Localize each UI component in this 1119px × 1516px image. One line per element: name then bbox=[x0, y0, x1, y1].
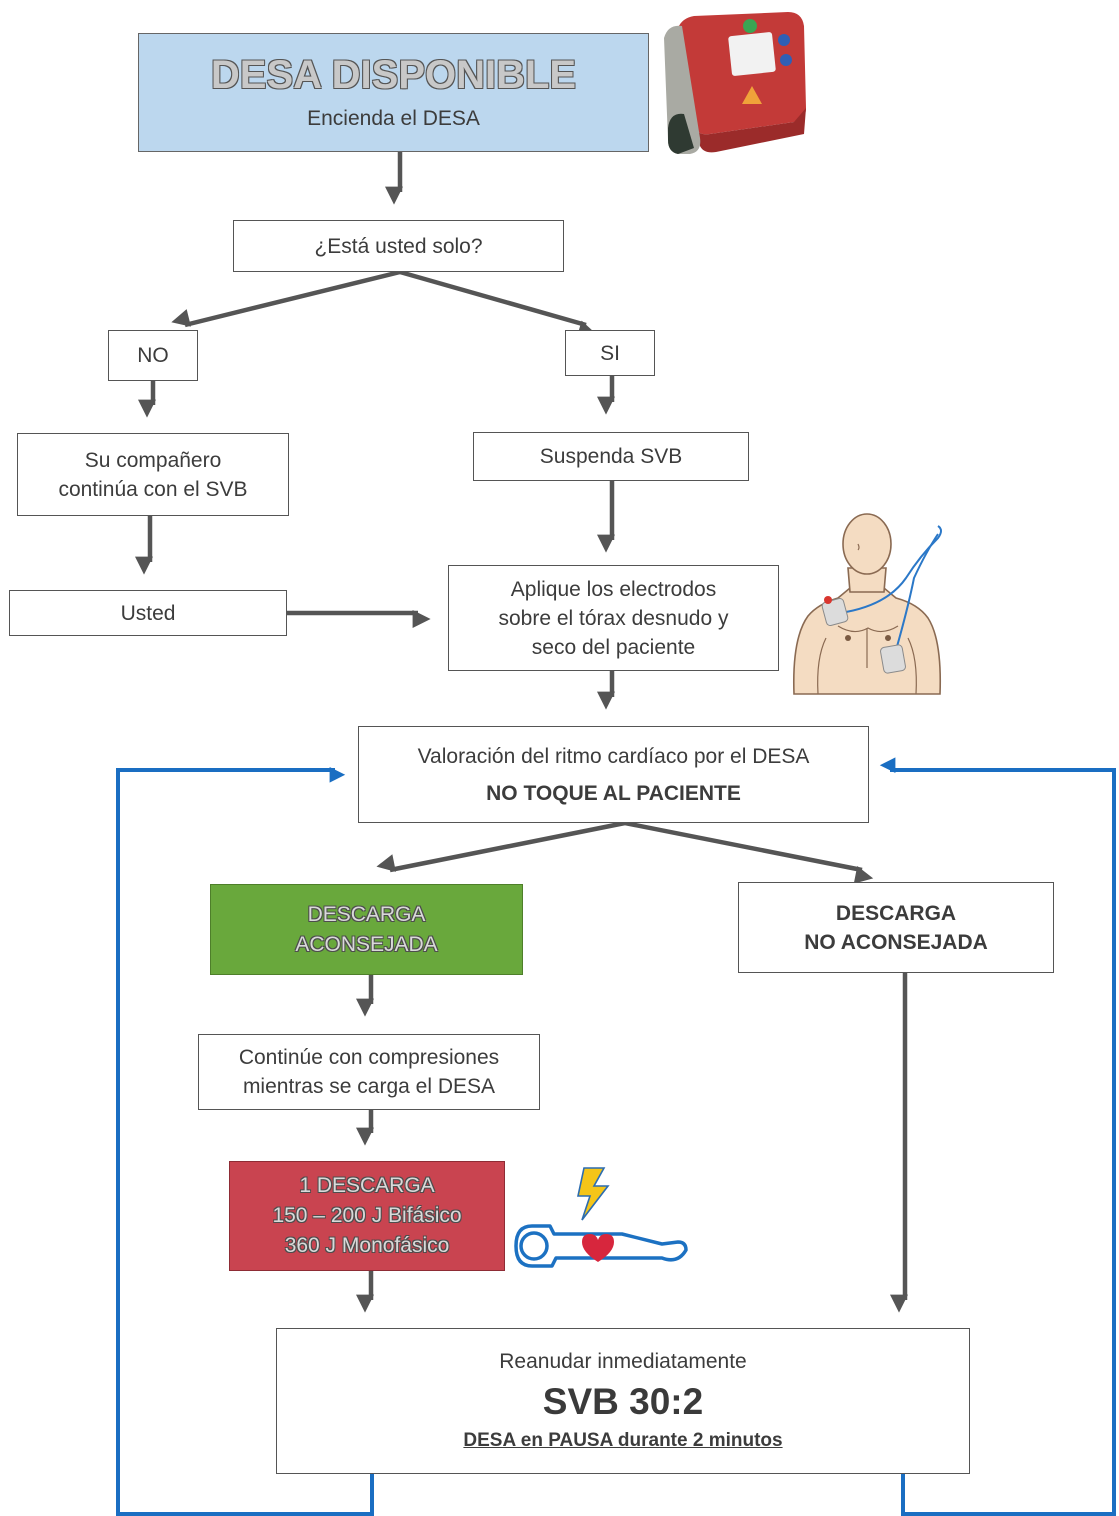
one-shock-box: 1 DESCARGA 150 – 200 J Bifásico 360 J Mo… bbox=[229, 1161, 505, 1271]
no-shock-line1: DESCARGA bbox=[835, 901, 957, 925]
electrode-torso-icon bbox=[792, 513, 942, 695]
si-text: SI bbox=[600, 341, 620, 365]
no-shock-box: DESCARGA NO ACONSEJADA bbox=[738, 882, 1054, 973]
one-shock-line3: 360 J Monofásico bbox=[284, 1234, 450, 1257]
loop-right bbox=[879, 757, 1116, 1516]
compressions-box: Continúe con compresiones mientras se ca… bbox=[198, 1034, 540, 1110]
partner-line1: Su compañero bbox=[84, 448, 222, 472]
resume-line1: Reanudar inmediatamente bbox=[499, 1350, 747, 1373]
resume-box: Reanudar inmediatamente SVB 30:2 DESA en… bbox=[276, 1328, 970, 1474]
usted-text: Usted bbox=[120, 601, 176, 625]
alone-question-box: ¿Está usted solo? bbox=[233, 220, 564, 272]
loop-left bbox=[116, 767, 374, 1516]
no-box: NO bbox=[108, 330, 198, 381]
rhythm-line1: Valoración del ritmo cardíaco por el DES… bbox=[417, 744, 810, 768]
compressions-line2: mientras se carga el DESA bbox=[242, 1075, 496, 1098]
shock-advised-box: DESCARGA ACONSEJADA bbox=[210, 884, 523, 975]
shock-advised-line1: DESCARGA bbox=[307, 902, 426, 926]
partner-box: Su compañero continúa con el SVB bbox=[17, 433, 289, 516]
aed-device-icon bbox=[664, 12, 806, 154]
electrodes-line3: seco del paciente bbox=[531, 635, 696, 659]
arrow-question-to-no bbox=[171, 269, 401, 328]
one-shock-line2: 150 – 200 J Bifásico bbox=[272, 1204, 462, 1227]
desa-disponible-subtitle: Encienda el DESA bbox=[307, 107, 480, 130]
rhythm-box: Valoración del ritmo cardíaco por el DES… bbox=[358, 726, 869, 823]
desa-disponible-title: DESA DISPONIBLE bbox=[210, 53, 577, 97]
shock-patient-icon bbox=[514, 1167, 688, 1268]
arrow-question-to-si bbox=[399, 269, 597, 338]
resume-pause: DESA en PAUSA durante 2 minutos bbox=[463, 1430, 783, 1451]
resume-svb: SVB 30:2 bbox=[542, 1381, 704, 1422]
electrodes-line1: Aplique los electrodos bbox=[510, 577, 717, 601]
no-text: NO bbox=[137, 344, 169, 367]
compressions-line1: Continúe con compresiones bbox=[238, 1046, 500, 1069]
si-box: SI bbox=[565, 330, 655, 376]
rhythm-line2: NO TOQUE AL PACIENTE bbox=[486, 781, 741, 805]
arrow-rhythm-to-noshock bbox=[624, 820, 874, 884]
usted-box: Usted bbox=[9, 590, 287, 636]
suspend-text: Suspenda SVB bbox=[539, 445, 683, 468]
no-shock-line2: NO ACONSEJADA bbox=[804, 930, 988, 954]
partner-line2: continúa con el SVB bbox=[58, 477, 248, 501]
electrodes-line2: sobre el tórax desnudo y bbox=[498, 606, 729, 630]
suspend-box: Suspenda SVB bbox=[473, 432, 749, 481]
shock-advised-line2: ACONSEJADA bbox=[295, 932, 438, 956]
one-shock-line1: 1 DESCARGA bbox=[299, 1174, 435, 1197]
desa-disponible-box: DESA DISPONIBLE Encienda el DESA bbox=[138, 33, 649, 152]
arrow-rhythm-to-advised bbox=[376, 820, 626, 873]
electrodes-box: Aplique los electrodos sobre el tórax de… bbox=[448, 565, 779, 671]
alone-question-text: ¿Está usted solo? bbox=[314, 234, 483, 258]
